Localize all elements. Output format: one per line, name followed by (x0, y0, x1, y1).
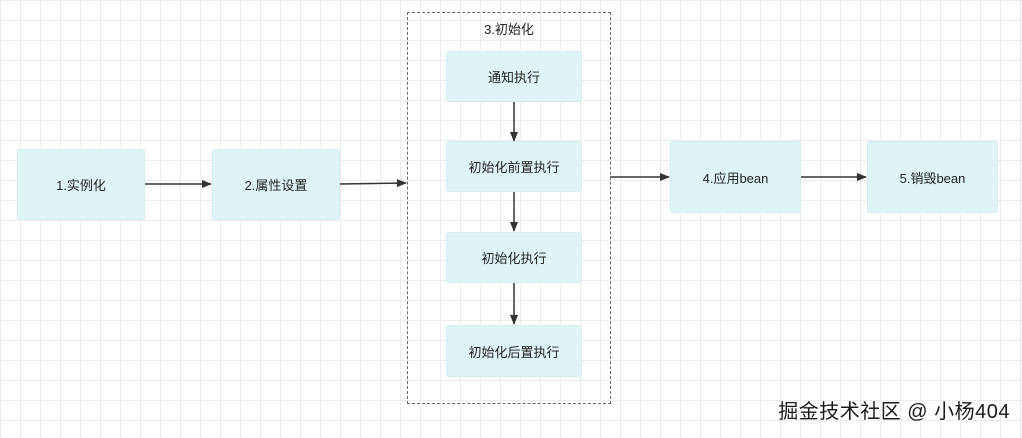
node-init-exec-label: 初始化执行 (481, 251, 547, 266)
node-before-init-exec[interactable]: 初始化前置执行 (446, 141, 582, 192)
node-before-init-exec-label: 初始化前置执行 (468, 160, 560, 175)
node-destroy-bean[interactable]: 5.销毁bean (867, 141, 998, 213)
node-instantiate-label: 1.实例化 (56, 178, 106, 193)
node-instantiate[interactable]: 1.实例化 (17, 149, 145, 220)
node-after-init-exec[interactable]: 初始化后置执行 (446, 325, 582, 377)
node-destroy-bean-label: 5.销毁bean (899, 170, 966, 186)
node-after-init-exec-label: 初始化后置执行 (468, 344, 560, 360)
node-set-properties[interactable]: 2.属性设置 (212, 149, 340, 220)
node-init-exec[interactable]: 初始化执行 (446, 232, 582, 283)
node-use-bean-label: 4.应用bean (702, 170, 769, 186)
watermark-text: 掘金技术社区 @ 小杨404 (778, 401, 1010, 423)
group-initialization[interactable]: 3.初始化 (407, 12, 611, 404)
group-initialization-title: 3.初始化 (484, 22, 534, 37)
node-aware-exec-label: 通知执行 (487, 70, 540, 85)
node-set-properties-label: 2.属性设置 (244, 178, 308, 193)
node-use-bean[interactable]: 4.应用bean (670, 141, 801, 213)
node-aware-exec[interactable]: 通知执行 (446, 51, 582, 102)
edge-set-properties-to-init (339, 179, 407, 188)
